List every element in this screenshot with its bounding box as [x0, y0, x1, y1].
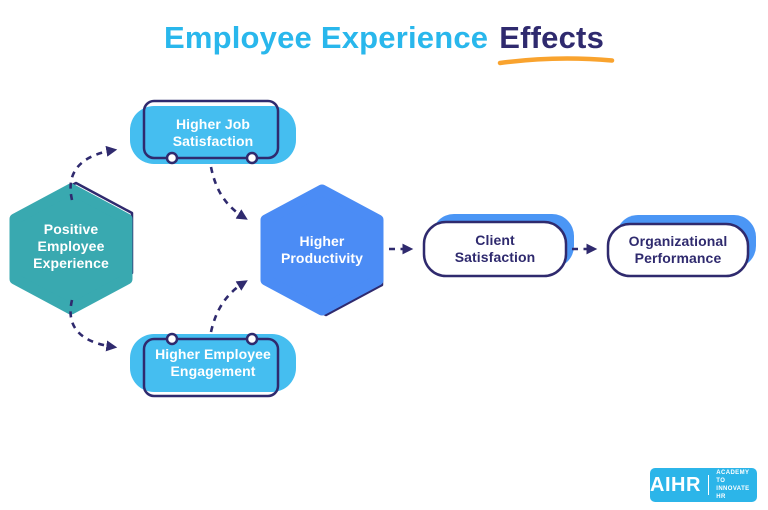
- node-higher-productivity: [260, 184, 384, 317]
- diagram-arrows: [69, 145, 598, 352]
- aihr-logo-word: AIHR: [650, 474, 701, 496]
- aihr-logo-divider: [707, 475, 710, 495]
- title-underline-swoosh: [498, 56, 615, 66]
- aihr-logo: AIHR ACADEMY TO INNOVATE HR: [650, 468, 757, 502]
- label-client-satisfaction: Client Satisfaction: [454, 232, 536, 265]
- aihr-logo-tagline: ACADEMY TO INNOVATE HR: [716, 469, 757, 501]
- node-organizational-performance: [606, 215, 756, 278]
- label-higher-productivity: Higher Productivity: [280, 233, 364, 266]
- node-higher-employee-engagement: [130, 332, 296, 398]
- node-positive-employee-experience: [9, 181, 134, 315]
- node-client-satisfaction: [422, 214, 574, 278]
- aihr-tagline-line2: INNOVATE HR: [716, 486, 750, 500]
- arrow-engagement-to-productivity: [209, 280, 248, 333]
- label-positive-employee-experience: Positive Employee Experience: [33, 221, 109, 271]
- arrow-source-to-engagement: [69, 299, 118, 352]
- label-higher-job-satisfaction: Higher Job Satisfaction: [172, 116, 254, 149]
- title-part-1: Employee Experience: [163, 20, 489, 55]
- node-higher-job-satisfaction: [130, 99, 296, 165]
- label-organizational-performance: Organizational Performance: [628, 233, 728, 266]
- page-title: Employee Experience Effects: [0, 20, 768, 66]
- title-part-2: Effects: [498, 20, 615, 66]
- label-higher-employee-engagement: Higher Employee Engagement: [155, 346, 271, 379]
- aihr-tagline-line1: ACADEMY TO: [716, 470, 750, 484]
- arrow-job-to-productivity: [209, 166, 248, 220]
- title-part-2-text: Effects: [499, 20, 605, 55]
